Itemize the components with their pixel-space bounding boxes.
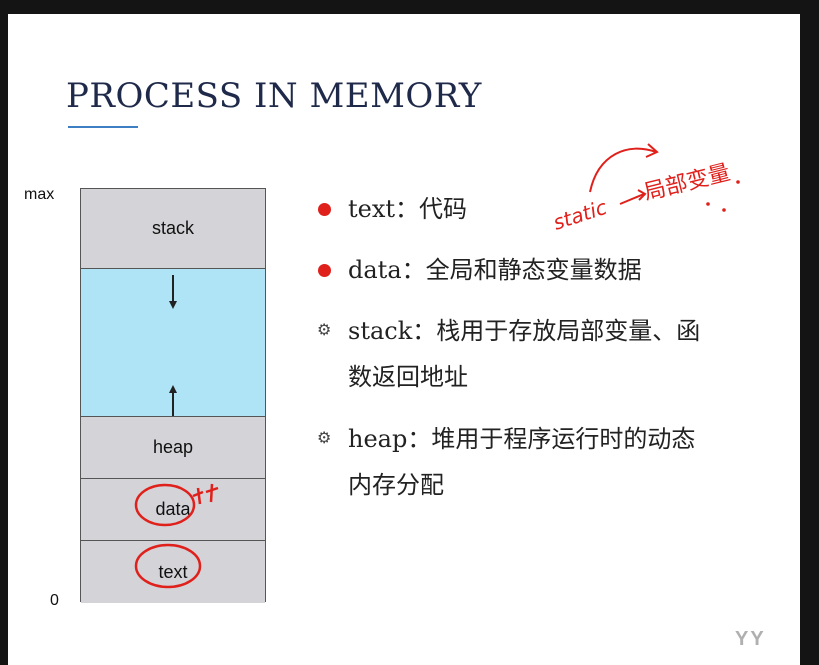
segment-text-label: text	[158, 561, 188, 582]
circle-data-annotation	[134, 483, 196, 527]
memory-diagram: stack heap data text	[80, 188, 266, 603]
static-arrowhead-annotation	[637, 189, 647, 201]
title-underline	[68, 126, 138, 128]
segment-text: text	[81, 541, 265, 603]
bullet-data: data：全局和静态变量数据	[348, 256, 642, 284]
watermark: YY	[735, 628, 766, 650]
stack-grow-arrow	[172, 275, 174, 303]
segment-stack-label: stack	[151, 218, 194, 238]
slide-title: PROCESS IN MEMORY	[66, 76, 482, 116]
segment-heap: heap	[81, 417, 265, 479]
slide: PROCESS IN MEMORY max 0 stack heap data …	[8, 14, 800, 665]
segment-heap-label: heap	[152, 437, 194, 457]
gear-icon: ⚙	[317, 428, 332, 447]
bullet-red-dot-1	[318, 203, 331, 216]
segment-data-label: data	[155, 499, 191, 519]
segment-data: data	[81, 479, 265, 541]
scribble-data-annotation	[192, 483, 219, 505]
stack-grow-arrowhead	[169, 301, 177, 309]
handwritten-annotations: static 局部变量	[134, 143, 740, 589]
static-note: static	[550, 195, 610, 235]
local-var-note: 局部变量	[641, 160, 732, 206]
segment-stack: stack	[81, 189, 265, 269]
bullet-stack-line1: stack：栈用于存放局部变量、函	[348, 317, 701, 345]
heap-grow-arrow	[172, 392, 174, 416]
static-arrow-annotation	[619, 193, 645, 205]
axis-max-label: max	[24, 186, 55, 203]
bullet-heap-line1: heap：堆用于程序运行时的动态	[348, 425, 696, 453]
gear-icon: ⚙	[317, 320, 332, 339]
curved-arrow-annotation	[589, 147, 657, 193]
bullet-stack-line2: 数返回地址	[348, 363, 468, 391]
heap-grow-arrowhead	[169, 385, 177, 393]
bullet-text: text：代码	[348, 195, 468, 223]
curved-arrowhead-annotation	[645, 143, 659, 158]
axis-zero-label: 0	[50, 592, 59, 609]
bullet-red-dot-2	[318, 264, 331, 277]
bullet-heap-line2: 内存分配	[348, 471, 444, 499]
circle-text-annotation	[134, 543, 202, 589]
